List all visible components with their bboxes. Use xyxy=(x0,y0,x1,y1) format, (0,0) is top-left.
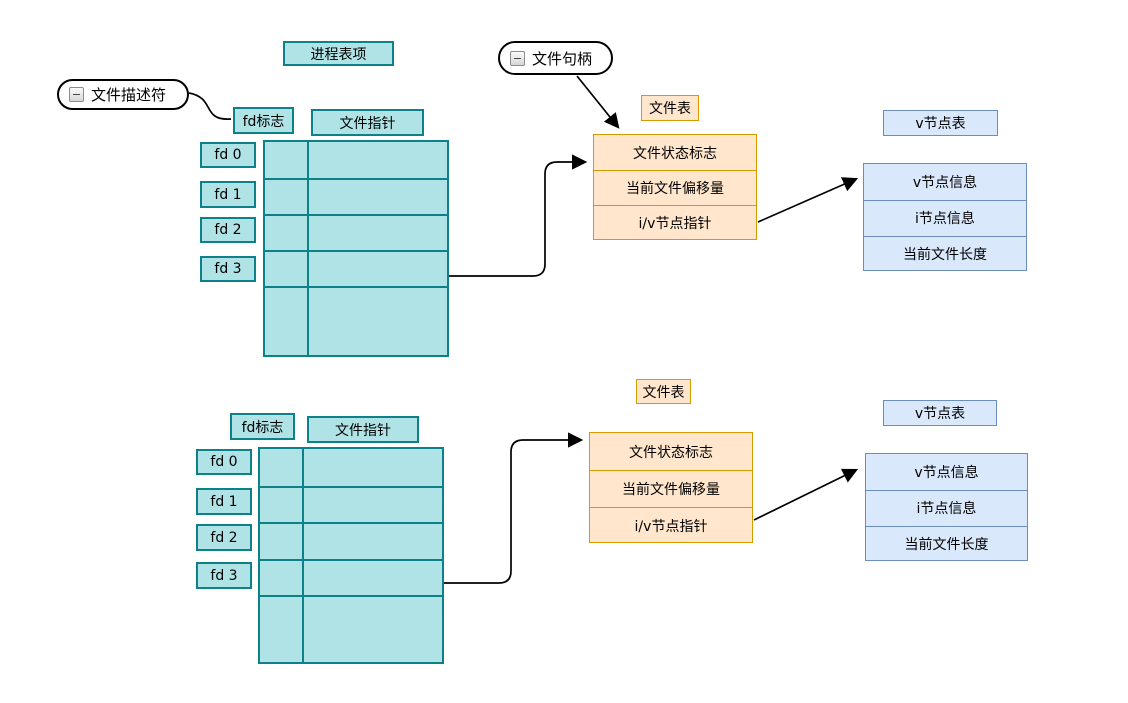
column-divider xyxy=(302,449,304,662)
vnode-table-title-bottom: v节点表 xyxy=(883,400,997,426)
row-divider xyxy=(866,490,1027,491)
connector-file-table-to-vnode-table-top xyxy=(757,177,859,223)
fd3-box-bottom: fd 3 xyxy=(196,562,252,589)
vnode-table-top: v节点信息 i节点信息 当前文件长度 xyxy=(863,163,1027,271)
connector-process-table-to-file-table-top xyxy=(449,154,588,277)
fd3-box-top: fd 3 xyxy=(200,256,256,282)
inode-info-row: i节点信息 xyxy=(916,501,977,517)
row-divider xyxy=(866,526,1027,527)
fd-flags-header-bottom: fd标志 xyxy=(230,413,295,440)
process-descriptor-table-bottom xyxy=(258,447,444,664)
collapse-icon[interactable]: − xyxy=(69,87,84,102)
connector-fd-descriptor-to-fd-flags xyxy=(188,92,232,120)
row-divider xyxy=(594,205,756,206)
process-descriptor-table-top xyxy=(263,140,449,357)
iv-node-pointer-row: i/v节点指针 xyxy=(634,518,708,535)
fd0-box-bottom: fd 0 xyxy=(196,449,252,475)
inode-info-row: i节点信息 xyxy=(915,211,975,227)
row-divider xyxy=(590,507,752,508)
file-pointer-header-top: 文件指针 xyxy=(311,109,424,136)
vnode-info-row: v节点信息 xyxy=(914,465,979,481)
fd-descriptor-callout: − 文件描述符 xyxy=(57,79,189,110)
vnode-table-bottom: v节点信息 i节点信息 当前文件长度 xyxy=(865,453,1028,561)
row-divider xyxy=(864,200,1026,201)
fd1-box-bottom: fd 1 xyxy=(196,488,252,515)
file-status-flags-row: 文件状态标志 xyxy=(633,145,717,162)
row-divider xyxy=(260,559,442,561)
file-handle-callout-label: 文件句柄 xyxy=(532,49,593,68)
connector-file-table-to-vnode-table-bottom xyxy=(753,468,859,521)
column-divider xyxy=(307,142,309,355)
fd-flags-header-top: fd标志 xyxy=(233,107,294,134)
vnode-table-title-top: v节点表 xyxy=(883,110,998,136)
row-divider xyxy=(864,236,1026,237)
file-table-title-bottom: 文件表 xyxy=(636,379,691,404)
vnode-info-row: v节点信息 xyxy=(912,175,978,191)
file-pointer-header-bottom: 文件指针 xyxy=(307,416,419,443)
row-divider xyxy=(265,250,447,252)
collapse-icon[interactable]: − xyxy=(510,50,525,66)
file-status-flags-row: 文件状态标志 xyxy=(629,444,713,461)
current-file-length-row: 当前文件长度 xyxy=(903,247,987,263)
fd-descriptor-callout-label: 文件描述符 xyxy=(91,86,167,104)
fd1-box-top: fd 1 xyxy=(200,181,256,208)
file-table-bottom: 文件状态标志 当前文件偏移量 i/v节点指针 xyxy=(589,432,753,543)
file-table-title-top: 文件表 xyxy=(641,95,699,121)
current-file-length-row: 当前文件长度 xyxy=(904,537,989,553)
connector-process-table-to-file-table-bottom xyxy=(444,432,584,584)
connector-file-handle-to-file-table xyxy=(576,75,620,129)
file-table-top: 文件状态标志 当前文件偏移量 i/v节点指针 xyxy=(593,134,757,240)
row-divider xyxy=(260,595,442,597)
fd2-box-top: fd 2 xyxy=(200,217,256,243)
file-handle-callout: − 文件句柄 xyxy=(498,41,613,75)
current-file-offset-row: 当前文件偏移量 xyxy=(622,481,720,498)
current-file-offset-row: 当前文件偏移量 xyxy=(626,180,724,197)
fd0-box-top: fd 0 xyxy=(200,142,256,168)
row-divider xyxy=(265,178,447,180)
iv-node-pointer-row: i/v节点指针 xyxy=(638,215,712,232)
row-divider xyxy=(594,170,756,171)
row-divider xyxy=(265,214,447,216)
process-table-title: 进程表项 xyxy=(283,41,394,66)
fd2-box-bottom: fd 2 xyxy=(196,524,252,551)
row-divider xyxy=(590,470,752,471)
row-divider xyxy=(260,522,442,524)
row-divider xyxy=(265,286,447,288)
row-divider xyxy=(260,486,442,488)
